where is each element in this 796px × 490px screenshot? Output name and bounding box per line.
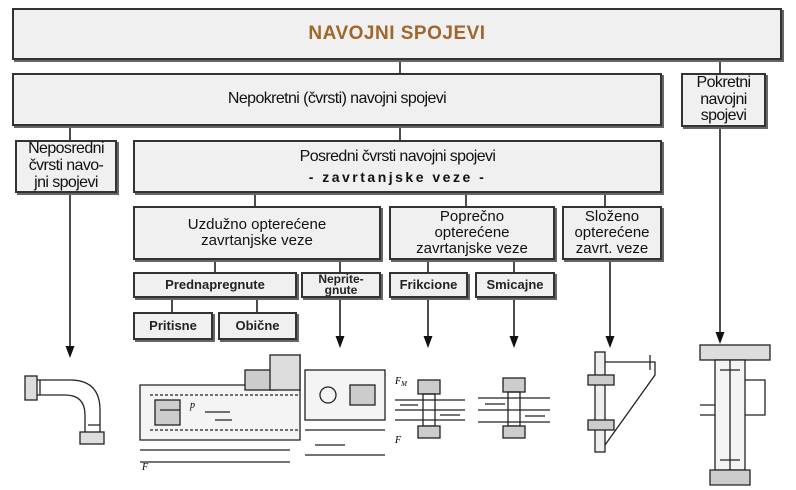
node-label: Neposredni	[28, 140, 104, 158]
node-pokretni: Pokretni navojni spojevi	[681, 73, 766, 127]
node-neposredni: Neposredni čvrsti navo- jni spojevi	[15, 140, 117, 193]
node-label: Posredni čvrsti navojni spojevi	[299, 147, 496, 165]
node-label: Obične	[235, 318, 280, 334]
pipe-elbow-drawing	[24, 375, 105, 445]
shear-bolt-drawing	[478, 377, 550, 439]
node-label: Frikcione	[399, 277, 458, 293]
node-label: zavrtanjske veze	[201, 232, 313, 249]
node-label: čvrsti navo-	[28, 157, 104, 175]
root-navojni-spojevi: NAVOJNI SPOJEVI	[12, 8, 782, 60]
node-label: Složeno	[584, 208, 640, 226]
complex-loaded-bolt-drawing	[587, 351, 656, 453]
node-slozeno: Složeno opterećene zavrt. veze	[562, 206, 662, 260]
node-label: Nepritе-	[318, 272, 364, 287]
node-label: Smicajne	[486, 277, 544, 293]
node-label: Pritisne	[149, 318, 197, 334]
node-label: Nepokretni (čvrsti) navojni spojevi	[227, 90, 447, 108]
node-nepritegnute: Nepritе- gnute	[301, 272, 381, 298]
friction-force-symbol: F	[394, 376, 402, 387]
power-screw-drawing	[699, 344, 771, 486]
node-posredni: Posredni čvrsti navojni spojevi - zavrta…	[133, 140, 662, 193]
force-label: F	[141, 462, 149, 473]
node-smicajne: Smicajne	[475, 272, 555, 298]
node-label: Poprečno	[439, 208, 505, 226]
friction-force-label: FM	[394, 376, 408, 388]
node-label: opterećene	[434, 224, 510, 242]
friction-bolt-drawing	[395, 379, 465, 439]
node-label: jni spojevi	[34, 173, 98, 191]
node-prednapregnute: Prednapregnute	[133, 272, 297, 298]
preloaded-bolt-section-drawing	[139, 353, 301, 463]
node-label: zavrt. veze	[575, 239, 649, 257]
node-nepokretni: Nepokretni (čvrsti) navojni spojevi	[12, 73, 662, 126]
node-label: opterećene	[574, 224, 650, 242]
node-sublabel: - zavrtanjske veze -	[308, 168, 487, 185]
node-label: zavrtanjske veze	[416, 239, 528, 257]
diagram-title: NAVOJNI SPOJEVI	[308, 23, 486, 45]
node-label: navojni	[700, 90, 747, 108]
node-pritisne: Pritisne	[133, 312, 213, 340]
unloaded-bolt-drawing	[304, 369, 386, 456]
node-label: Uzdužno opterećene	[187, 216, 327, 234]
node-label: spojevi	[700, 107, 747, 125]
node-label: Prednapregnute	[165, 277, 265, 293]
node-obicne: Obične	[218, 312, 297, 340]
node-uzduzno: Uzdužno opterećene zavrtanjske veze	[133, 206, 381, 260]
friction-bolt-force-label: F	[394, 435, 402, 446]
friction-force-subscript: M	[400, 380, 408, 388]
pressure-label: p	[189, 400, 195, 411]
node-frikcione: Frikcione	[389, 272, 468, 298]
node-poprecno: Poprečno opterećene zavrtanjske veze	[389, 206, 555, 260]
node-label: gnute	[324, 283, 358, 297]
node-label: Pokretni	[696, 73, 752, 91]
